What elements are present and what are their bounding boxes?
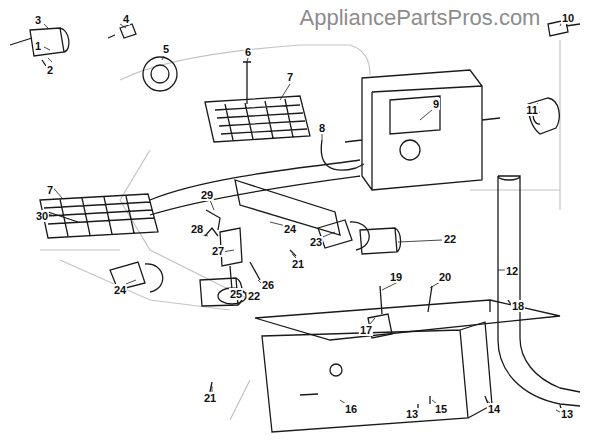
screw-part [243,62,251,104]
callout-number: 19 [389,271,403,283]
gas-pipe [498,176,580,406]
cabinet-outline [40,40,560,420]
callout-number: 7 [46,184,54,196]
cap-part [143,57,177,91]
callout-number: 21 [291,258,305,270]
callout-number: 8 [318,122,326,134]
cap-part [151,65,169,83]
callout-number: 17 [359,324,373,336]
callout-number: 28 [190,223,204,235]
housing-part [262,322,492,432]
callout-number: 24 [283,223,297,235]
callout-number: 30 [35,210,49,222]
burner-tray [40,194,158,238]
callout-number: 14 [487,403,501,415]
callout-number: 7 [286,71,294,83]
callout-number: 10 [561,12,575,24]
callout-number: 25 [229,288,243,300]
parts [10,20,580,432]
manifold-block [368,286,432,338]
callout-number: 12 [505,265,519,277]
callout-number: 26 [261,279,275,291]
callout-number: 4 [122,13,130,25]
shelf-plate [255,300,560,340]
leader-lines [44,22,562,412]
wire-part [321,140,364,170]
callout-number: 5 [162,43,170,55]
callout-number: 6 [244,46,252,58]
callout-number: 11 [525,104,539,116]
watermark: AppliancePartsPros.com [299,6,542,30]
callout-number: 20 [438,271,452,283]
callout-number: 13 [560,408,574,420]
callout-number: 24 [113,284,127,296]
callout-number: 22 [247,290,261,302]
gas-valve [345,70,500,190]
pilot-assembly [48,210,260,304]
callout-number: 23 [309,236,323,248]
callout-number: 29 [200,189,214,201]
callout-number: 9 [432,98,440,110]
callout-number: 15 [434,403,448,415]
callout-number: 21 [203,392,217,404]
callout-number: 22 [443,233,457,245]
callout-number: 2 [46,64,54,76]
burner-tube [150,160,360,235]
regulator-part [10,24,136,66]
callout-number: 16 [344,403,358,415]
callout-number: 18 [511,300,525,312]
fastener-part [210,250,562,412]
leader-line [44,22,562,412]
callout-number: 1 [34,40,42,52]
burner-tray [205,96,310,142]
cabinet-outline [40,40,560,420]
callout-number: 27 [211,245,225,257]
callout-number: 13 [405,408,419,420]
callout-number: 3 [34,14,42,26]
